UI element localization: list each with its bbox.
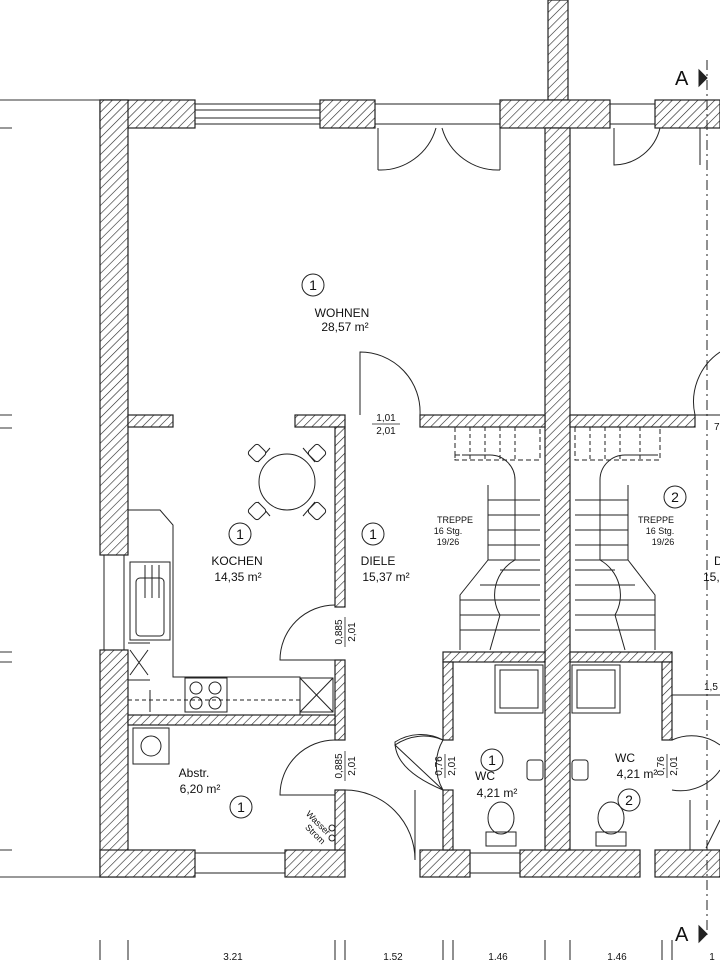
section-marker-top: A [675, 68, 689, 90]
storage-fixtures [132, 727, 336, 842]
chimney-shaft [547, 0, 569, 101]
stairs-right [574, 427, 661, 651]
doors [279, 127, 720, 861]
stair-left-steps: 16 Stg. [434, 526, 463, 536]
room-number-abstr: 1 [237, 799, 245, 815]
room-area-wc2: 4,21 m² [617, 767, 658, 781]
stair-left-ratio: 19/26 [437, 537, 460, 547]
stair-right-label: TREPPE [638, 515, 674, 525]
dim-1-52: 1,52 [383, 952, 403, 960]
stairs-left [454, 427, 541, 651]
area-partial: 15, [703, 570, 720, 584]
wc-fixtures [485, 664, 627, 847]
room-number-treppe2: 2 [671, 489, 679, 505]
label-d-partial: D [714, 554, 720, 568]
room-name-abstr: Abstr. [179, 766, 210, 780]
room-area-kochen: 14,35 m² [214, 570, 261, 584]
right-neighbour [672, 694, 720, 850]
room-name-wohnen: WOHNEN [315, 306, 370, 320]
kitchen-counter [128, 509, 334, 715]
wc1-door-height: 2,01 [447, 756, 458, 776]
room-number-diele: 1 [369, 526, 377, 542]
stair-right-steps: 16 Stg. [646, 526, 675, 536]
room-area-wohnen: 28,57 m² [321, 320, 368, 334]
section-line [698, 60, 708, 944]
windows [103, 103, 655, 874]
wc2-door-height: 2,01 [669, 756, 680, 776]
living-door-width: 1,01 [376, 413, 396, 424]
room-number-wohnen: 1 [309, 277, 317, 293]
kitchen-door-width: 0,885 [334, 619, 345, 644]
room-name-wc1: WC [475, 769, 495, 783]
room-area-abstr: 6,20 m² [180, 782, 221, 796]
wc2-door-width: 0,76 [656, 756, 667, 776]
room-area-diele: 15,37 m² [362, 570, 409, 584]
storage-door-height: 2,01 [347, 756, 358, 776]
exterior-walls [99, 99, 720, 878]
seven-partial: 7 [714, 422, 720, 433]
room-name-wc2: WC [615, 751, 635, 765]
room-name-kochen: KOCHEN [211, 554, 262, 568]
wc1-door-width: 0,76 [434, 756, 445, 776]
dim-1-46b: 1,46 [607, 952, 627, 960]
interior-walls [127, 414, 696, 851]
stair-left-label: TREPPE [437, 515, 473, 525]
bottom-dimension-chain [99, 940, 673, 960]
dim-3-21: 3,21 [223, 952, 243, 960]
section-marker-bottom: A [675, 924, 689, 946]
room-area-wc1: 4,21 m² [477, 786, 518, 800]
room-number-circles [228, 273, 687, 819]
dim-partial: 1,5 [704, 682, 718, 693]
room-number-wc1: 1 [488, 752, 496, 768]
room-number-kochen: 1 [236, 526, 244, 542]
storage-door-width: 0,885 [334, 753, 345, 778]
stair-right-ratio: 19/26 [652, 537, 675, 547]
room-number-wc2: 2 [625, 792, 633, 808]
room-name-diele: DIELE [361, 554, 396, 568]
dim-1-partial: 1 [709, 952, 715, 960]
kitchen-door-height: 2,01 [347, 622, 358, 642]
living-door-height: 2,01 [376, 426, 396, 437]
dim-1-46a: 1,46 [488, 952, 508, 960]
dining-table [247, 443, 327, 521]
margin-marks [0, 99, 100, 878]
